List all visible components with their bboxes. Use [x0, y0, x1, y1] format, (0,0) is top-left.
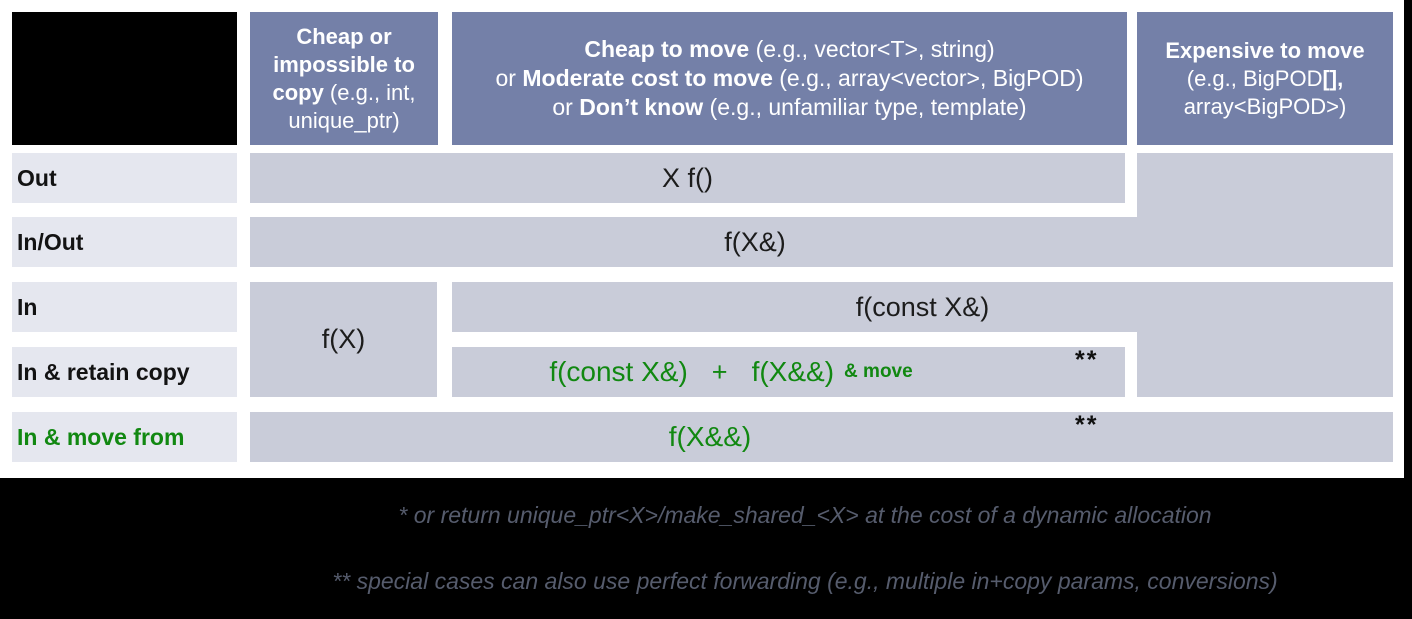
code-out-return: X f(): [662, 162, 713, 193]
cell-inout-ref-row: [250, 217, 1393, 267]
row-label-inout-text: In/Out: [17, 228, 84, 255]
header-cheap-copy-label: Cheap or impossible to copy (e.g., int, …: [272, 23, 416, 133]
code-inout-overlay: f(X&): [250, 217, 1260, 267]
cell-in-const-ref-col3-extension: [1137, 282, 1393, 397]
footnote-double-star: ** special cases can also use perfect fo…: [332, 568, 1278, 594]
code-in-by-value: f(X): [321, 324, 366, 354]
cell-in-by-value: f(X): [250, 282, 437, 397]
code-retain-move-note: & move: [844, 361, 913, 382]
code-inout-ref: f(X&): [724, 226, 786, 257]
row-label-in-text: In: [17, 293, 38, 320]
cell-move-from: [250, 412, 1393, 462]
header-cheap-or-impossible-to-copy: Cheap or impossible to copy (e.g., int, …: [250, 12, 438, 145]
row-label-move-text: In & move from: [17, 423, 185, 450]
header-expensive-to-move: Expensive to move(e.g., BigPOD[],array<B…: [1137, 12, 1393, 145]
footer-black-panel: * or return unique_ptr<X>/make_shared_<X…: [0, 478, 1412, 619]
code-in-const-ref: f(const X&): [855, 291, 990, 322]
footnote-single-star: * or return unique_ptr<X>/make_shared_<X…: [398, 502, 1212, 528]
row-label-in-move-from: In & move from: [12, 412, 237, 462]
double-asterisk-retain: **: [1075, 346, 1099, 374]
row-label-out-text: Out: [17, 164, 57, 191]
code-move-from-overlay: f(X&&): [250, 412, 1170, 462]
cell-out-return-by-value: X f(): [250, 153, 1125, 203]
header-cheap-move-label: Cheap to move (e.g., vector<T>, string)o…: [495, 36, 1084, 120]
row-label-retain-text: In & retain copy: [17, 358, 190, 385]
cell-retain-copy-overloads: f(const X&) + f(X&&) & move: [452, 347, 1125, 397]
code-move-from-rvalue-ref: f(X&&): [668, 421, 752, 452]
code-retain-const-ref: f(const X&): [549, 356, 688, 387]
corner-black-box: [12, 12, 237, 145]
row-label-out: Out: [12, 153, 237, 203]
row-label-in: In: [12, 282, 237, 332]
double-asterisk-move: **: [1075, 411, 1099, 439]
row-label-inout: In/Out: [12, 217, 237, 267]
code-retain-rvalue-ref: f(X&&): [751, 356, 835, 387]
header-cheap-or-moderate-move: Cheap to move (e.g., vector<T>, string)o…: [452, 12, 1127, 145]
header-expensive-move-label: Expensive to move(e.g., BigPOD[],array<B…: [1165, 37, 1365, 119]
row-label-in-retain-copy: In & retain copy: [12, 347, 237, 397]
right-black-bar: [1404, 0, 1412, 478]
plus-sign: +: [711, 356, 728, 387]
